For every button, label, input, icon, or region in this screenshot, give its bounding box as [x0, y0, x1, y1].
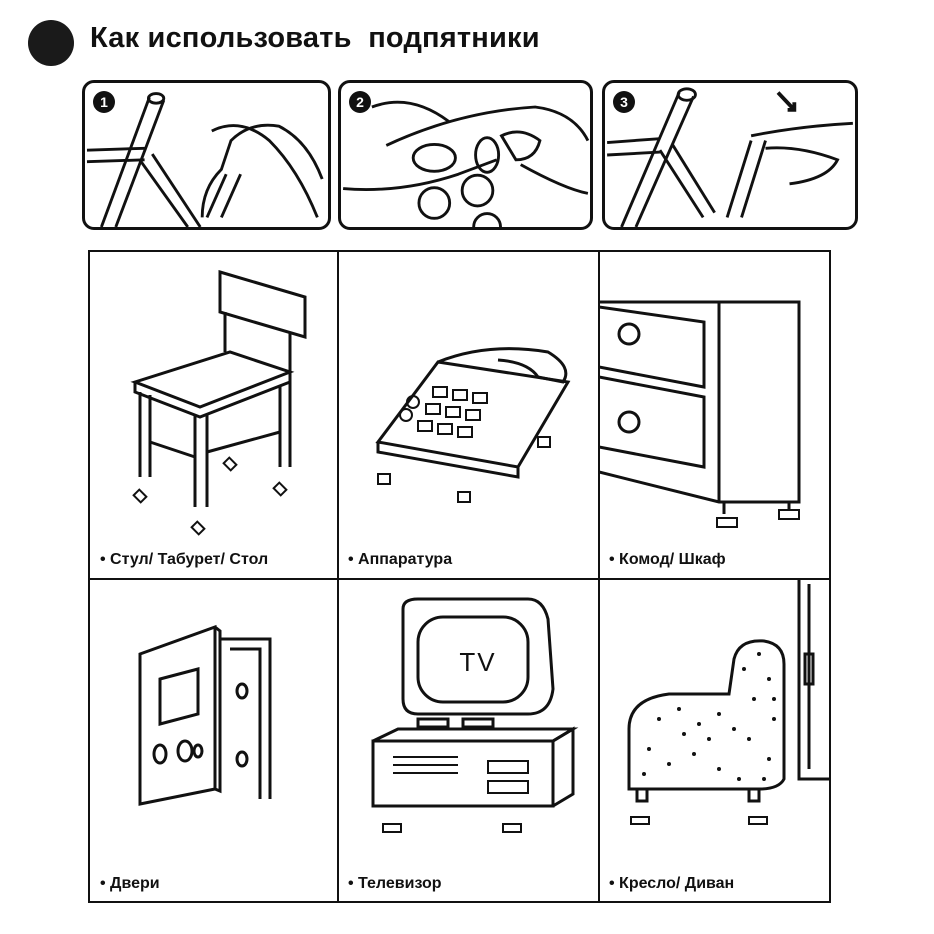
step-2-panel: 2	[338, 80, 593, 230]
step-number-badge: 3	[613, 91, 635, 113]
tv-screen-text: TV	[459, 647, 497, 677]
step-number-badge: 2	[349, 91, 371, 113]
press-pad-illustration	[607, 87, 853, 227]
item-chair: • Стул/ Табурет/ Стол	[90, 252, 338, 579]
item-equipment: • Аппаратура	[338, 252, 599, 579]
item-dresser: • Комод/ Шкаф	[599, 252, 831, 579]
apply-pad-illustration	[86, 92, 324, 227]
usage-grid: • Стул/ Табурет/ Стол • Аппаратура • Ком…	[88, 250, 831, 903]
armchair-icon	[627, 579, 829, 825]
title-bullet-icon	[28, 20, 74, 66]
item-armchair: • Кресло/ Диван	[599, 579, 831, 903]
item-label: • Телевизор	[348, 875, 442, 892]
item-label: • Двери	[100, 875, 160, 892]
item-label: • Стул/ Табурет/ Стол	[100, 551, 269, 568]
dresser-icon	[599, 300, 801, 528]
item-label: • Аппаратура	[348, 551, 453, 568]
item-tv: TV • Телевизор	[338, 579, 599, 903]
page-title: Как использовать подпятники	[90, 22, 540, 54]
step-3-panel: 3	[602, 80, 858, 230]
door-icon	[138, 624, 272, 806]
telephone-icon	[375, 347, 571, 503]
peel-pad-illustration	[342, 100, 590, 227]
item-label: • Кресло/ Диван	[609, 875, 735, 892]
step-number-badge: 1	[93, 91, 115, 113]
chair-icon	[130, 269, 307, 536]
item-door: • Двери	[90, 579, 338, 903]
television-icon	[371, 597, 579, 833]
step-1-panel: 1	[82, 80, 331, 230]
item-label: • Комод/ Шкаф	[609, 551, 726, 568]
